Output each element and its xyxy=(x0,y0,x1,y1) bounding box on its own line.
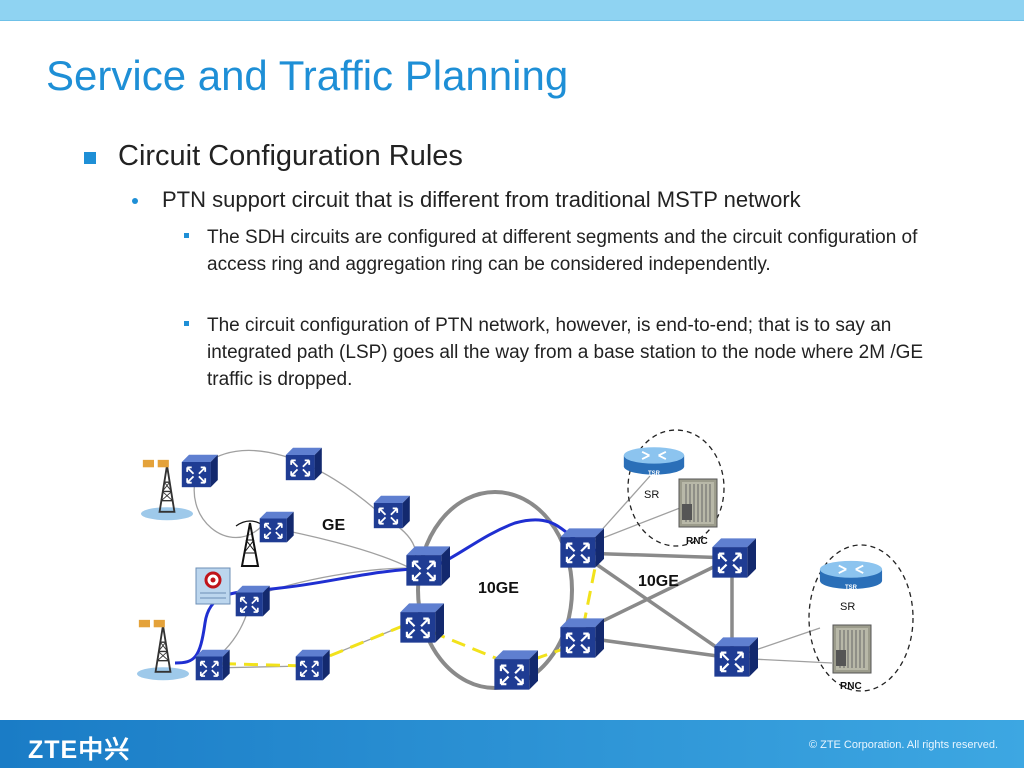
ge-label: GE xyxy=(322,517,345,534)
ring-10ge-label-right: 10GE xyxy=(638,573,679,590)
rnc-label-bottom: RNC xyxy=(840,681,862,692)
network-diagram: TSR TSR GE 10GE 10GE SR RNC SR RNC xyxy=(135,429,914,692)
aggregation-switch-icon xyxy=(399,602,444,644)
heading-text: Circuit Configuration Rules xyxy=(118,140,463,172)
aggregation-switch-icon xyxy=(493,649,538,691)
page-title: Service and Traffic Planning xyxy=(46,52,569,99)
access-switch-icon xyxy=(284,446,322,482)
aggregation-switch-icon xyxy=(559,617,604,659)
subheading-text: PTN support circuit that is different fr… xyxy=(162,187,801,212)
core-mesh xyxy=(571,551,734,660)
dot-bullet-icon xyxy=(132,198,138,204)
square-bullet-icon xyxy=(84,152,96,164)
small-square-bullet-icon xyxy=(184,233,189,238)
zte-logo: ZTE中兴 xyxy=(28,736,131,764)
sr-rnc-group-bottom xyxy=(808,544,914,692)
point-text: The SDH circuits are configured at diffe… xyxy=(207,227,918,275)
access-ring-line xyxy=(193,449,417,669)
base-station-tower-icon xyxy=(135,618,191,682)
small-square-bullet-icon xyxy=(184,321,189,326)
core-switch-icon xyxy=(713,636,758,678)
access-switch-icon xyxy=(194,648,230,682)
core-switch-icon xyxy=(711,537,756,579)
footer-bar: ZTE中兴 © ZTE Corporation. All rights rese… xyxy=(0,720,1024,768)
rnc-rack-icon xyxy=(678,478,718,528)
access-switch-icon xyxy=(258,510,294,544)
rnc-label-top: RNC xyxy=(686,536,708,547)
point-text: The circuit configuration of PTN network… xyxy=(207,315,924,390)
rnc-rack-icon xyxy=(832,624,872,674)
copyright-text: © ZTE Corporation. All rights reserved. xyxy=(808,739,998,751)
access-switch-icon xyxy=(180,453,218,489)
access-switch-icon xyxy=(234,584,270,618)
aggregation-switch-icon xyxy=(559,527,604,569)
sr-rnc-group-top xyxy=(627,429,725,547)
sr-link xyxy=(589,475,686,544)
access-switch-icon xyxy=(294,648,330,682)
backup-path xyxy=(199,567,597,668)
sr-label-bottom: SR xyxy=(840,601,855,613)
access-switch-icon xyxy=(372,494,410,530)
ring-10ge-label-left: 10GE xyxy=(478,580,519,597)
sr-label-top: SR xyxy=(644,489,659,501)
tsr-label: TSR xyxy=(845,585,858,591)
top-band xyxy=(0,0,1024,21)
building-icon xyxy=(195,567,231,605)
tsr-label: TSR xyxy=(648,471,661,477)
aggregation-switch-icon xyxy=(405,545,450,587)
